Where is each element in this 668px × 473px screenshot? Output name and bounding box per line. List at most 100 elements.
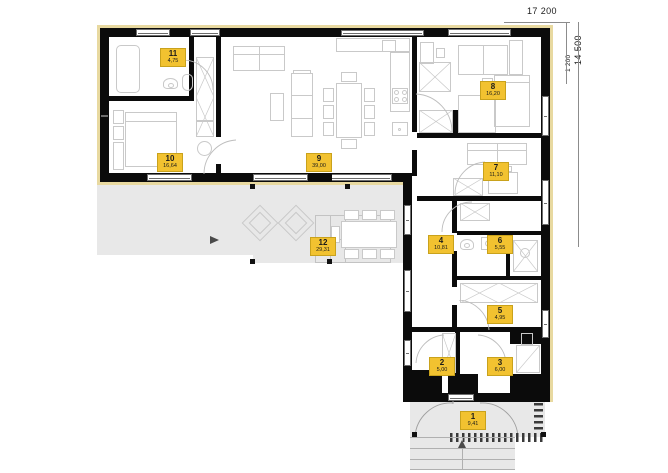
desk-room8 — [420, 42, 434, 64]
wall-interior-8-7 — [417, 133, 542, 138]
sink-bowl-room11 — [168, 83, 174, 88]
door-arc-room11 — [184, 60, 214, 91]
room-area-7: 11,10 — [489, 172, 503, 178]
tv-unit-shelf-1 — [291, 95, 313, 96]
door-arc-entrance-left — [414, 401, 454, 438]
toilet-room11 — [182, 74, 193, 91]
room-number-5: 5 — [497, 306, 503, 315]
closet-room6-cross — [460, 203, 490, 221]
window-room10-top — [190, 29, 220, 36]
terrace-column-2 — [345, 184, 350, 189]
door-arc-room6 — [441, 201, 473, 233]
room-tag-12[interactable]: 12 29,31 — [310, 237, 336, 256]
room-tag-1[interactable]: 1 9,41 — [460, 411, 486, 430]
nightstand-room10-1 — [113, 110, 124, 124]
shower-room6 — [513, 240, 538, 272]
hob-burner-1 — [394, 90, 399, 95]
kitchen-counter-top — [336, 38, 410, 52]
hob-burner-2 — [402, 90, 407, 95]
chair-room8 — [436, 48, 445, 58]
window-living-bottom-1 — [253, 174, 308, 181]
wall-interior-11-right — [189, 37, 194, 101]
room-tag-5[interactable]: 5 4,95 — [487, 305, 513, 324]
cabinet-room8 — [509, 40, 523, 75]
terrace-column-3 — [250, 259, 255, 264]
dimension-segment-line — [566, 22, 567, 84]
wall-thick-entry-2 — [510, 374, 542, 394]
room-number-6: 6 — [497, 236, 503, 245]
insulation-right — [550, 25, 553, 402]
tv-unit-shelf-2 — [291, 118, 313, 119]
tv-unit-living — [291, 73, 313, 137]
kitchen-hob — [392, 88, 408, 104]
window-living-bottom-2 — [330, 174, 392, 181]
room-number-4: 4 — [438, 236, 444, 245]
entrance-direction-arrow — [458, 440, 466, 448]
shelf-room10 — [196, 120, 214, 122]
kitchen-sink — [382, 40, 396, 52]
wall-interior-6-bottom — [457, 231, 542, 235]
room-area-3: 6,00 — [494, 367, 506, 373]
boiler-room3-cross — [516, 345, 540, 373]
wall-interior-11-10 — [109, 96, 194, 101]
coffee-table-living — [270, 93, 284, 121]
closet-room7 — [453, 178, 483, 196]
terrace-table-chair-2 — [362, 210, 377, 220]
entrance-column-2 — [541, 432, 546, 437]
window-room4-left-1 — [404, 205, 411, 235]
insulation-top — [97, 25, 553, 28]
wall-interior-10-living-lower — [216, 164, 221, 176]
room-number-2: 2 — [439, 358, 445, 367]
wardrobe-room10-cross — [196, 57, 214, 137]
wall-interior-10-living-upper — [216, 37, 221, 137]
closet-room8-lower — [419, 110, 453, 133]
room-tag-9[interactable]: 9 39,00 — [306, 153, 332, 172]
window-left-none — [101, 115, 108, 117]
sink-room11 — [163, 78, 178, 89]
room-tag-4[interactable]: 4 10,81 — [428, 235, 454, 254]
boiler-room3 — [516, 345, 540, 373]
window-room4-left-2 — [404, 270, 411, 312]
terrace-table-chair-4 — [344, 249, 359, 259]
door-arc-room8 — [415, 93, 453, 133]
insulation-left — [97, 25, 100, 185]
terrace-table-chair-6 — [380, 249, 395, 259]
window-room11 — [136, 29, 170, 36]
room-number-11: 11 — [168, 49, 178, 58]
room-tag-11[interactable]: 11 4,75 — [160, 48, 186, 67]
entrance-column-1 — [412, 432, 417, 437]
window-room10-bottom — [147, 174, 192, 181]
step-line-mid — [462, 437, 463, 470]
dining-chair-head-2 — [341, 139, 357, 149]
door-arc-room2 — [415, 334, 445, 364]
room-tag-3[interactable]: 3 6,00 — [487, 357, 513, 376]
room-tag-6[interactable]: 6 5,55 — [487, 235, 513, 254]
dresser-room10 — [113, 142, 124, 170]
dining-chair-left-3 — [323, 122, 334, 136]
room-tag-8[interactable]: 8 16,20 — [480, 81, 506, 100]
sink-bowl-room6 — [464, 243, 470, 248]
wall-thick-entry-1 — [448, 374, 478, 394]
window-room3-right — [542, 310, 549, 338]
terrace-direction-arrow — [210, 236, 219, 244]
room-tag-7[interactable]: 7 11,10 — [483, 162, 509, 181]
room-number-7: 7 — [493, 163, 499, 172]
window-room7-right — [542, 180, 549, 225]
insulation-mid-bottom — [97, 182, 412, 185]
fridge-handle — [398, 128, 401, 131]
hob-burner-4 — [402, 97, 407, 102]
wall-interior-2-3 — [455, 332, 460, 378]
room-area-2: 5,00 — [436, 367, 448, 373]
room-tag-2[interactable]: 2 5,00 — [429, 357, 455, 376]
room-area-9: 39,00 — [312, 163, 326, 169]
room-number-3: 3 — [497, 358, 503, 367]
hob-burner-3 — [394, 97, 399, 102]
room-area-8: 16,20 — [486, 91, 500, 97]
room-tag-10[interactable]: 10 16,64 — [157, 153, 183, 172]
room-area-11: 4,75 — [167, 58, 179, 64]
entrance-hatch-vertical — [534, 403, 543, 430]
window-room2-left — [404, 340, 411, 366]
terrace-table-chair-5 — [362, 249, 377, 259]
rug-room8 — [458, 95, 496, 133]
